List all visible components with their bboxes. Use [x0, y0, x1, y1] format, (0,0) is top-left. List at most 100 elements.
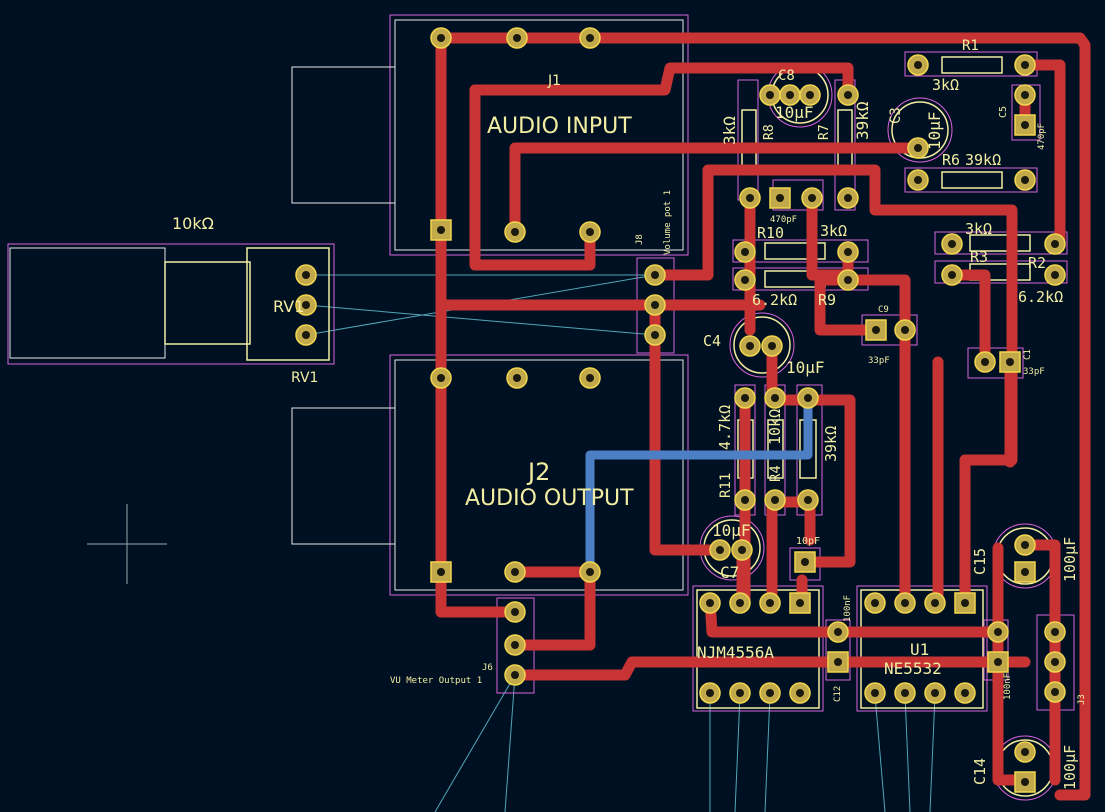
- pad-drill: [741, 276, 749, 284]
- j8-value: Volume pot 1: [663, 190, 673, 255]
- pad-drill: [1006, 358, 1014, 366]
- pad-drill: [771, 394, 779, 402]
- u2-value: NJM4556A: [697, 643, 774, 662]
- pad-drill: [948, 271, 956, 279]
- pad-drill: [804, 496, 812, 504]
- c13-value: 100nF: [1003, 673, 1013, 700]
- j1-ref: J1: [547, 73, 561, 89]
- c8-value: 10μF: [775, 103, 814, 122]
- pad-drill: [796, 689, 804, 697]
- pad-drill: [871, 689, 879, 697]
- pad-drill: [736, 599, 744, 607]
- pad-drill: [776, 194, 784, 202]
- pad-drill: [746, 194, 754, 202]
- c15-ref: C15: [971, 548, 989, 575]
- pad-drill: [511, 228, 519, 236]
- pad-drill: [651, 331, 659, 339]
- pad-drill: [948, 240, 956, 248]
- pad-drill: [786, 91, 794, 99]
- pad-drill: [586, 228, 594, 236]
- pad-drill: [766, 689, 774, 697]
- j3-ref: J3: [1077, 694, 1087, 705]
- pad-drill: [1051, 271, 1059, 279]
- pad-drill: [871, 599, 879, 607]
- pad-drill: [806, 91, 814, 99]
- pad-drill: [586, 568, 594, 576]
- pad-drill: [931, 689, 939, 697]
- u1-value: NE5532: [884, 659, 942, 678]
- pad-drill: [1021, 778, 1029, 786]
- pad-drill: [901, 689, 909, 697]
- pad-drill: [766, 599, 774, 607]
- pad-drill: [914, 61, 922, 69]
- pad-drill: [716, 546, 724, 554]
- pad-drill: [1021, 61, 1029, 69]
- r8-ref: R8: [762, 124, 777, 140]
- c5-value: 470pF: [1037, 123, 1047, 150]
- r4-ref: R4: [768, 465, 784, 482]
- c6-value: 470pF: [770, 215, 797, 225]
- r7-ref: R7: [817, 124, 832, 140]
- c9-ref: C9: [878, 305, 889, 315]
- r3-ref: R3: [970, 248, 988, 266]
- c14-value: 100μF: [1061, 745, 1079, 790]
- pad-drill: [738, 546, 746, 554]
- pad-drill: [586, 374, 594, 382]
- pad-drill: [706, 599, 714, 607]
- pad-drill: [302, 271, 310, 279]
- pad-drill: [994, 628, 1002, 636]
- r1-value: 3kΩ: [932, 76, 959, 94]
- pad-drill: [1021, 91, 1029, 99]
- pad-drill: [834, 658, 842, 666]
- c3-ref: C3: [888, 107, 904, 124]
- r6-value: 39kΩ: [965, 151, 1001, 169]
- pad-drill: [914, 144, 922, 152]
- pad-drill: [994, 658, 1002, 666]
- pad-drill: [961, 689, 969, 697]
- j6-value: VU Meter Output 1: [390, 676, 482, 686]
- pad-drill: [931, 599, 939, 607]
- pad-drill: [741, 496, 749, 504]
- c8-ref: C8: [778, 68, 795, 84]
- pad-drill: [1051, 628, 1059, 636]
- r11-ref: R11: [718, 473, 734, 498]
- u1-ref: U1: [910, 640, 929, 659]
- pad-drill: [1051, 688, 1059, 696]
- pad-drill: [914, 176, 922, 184]
- pad-drill: [511, 641, 519, 649]
- pad-drill: [766, 91, 774, 99]
- pad-drill: [808, 194, 816, 202]
- pad-drill: [1021, 176, 1029, 184]
- r2-ref: R2: [1028, 254, 1046, 272]
- c4-ref: C4: [703, 332, 721, 350]
- pad-drill: [981, 358, 989, 366]
- r7-value: 39kΩ: [853, 101, 872, 140]
- pad-drill: [844, 276, 852, 284]
- j2-ref: J2: [526, 458, 550, 486]
- c14-ref: C14: [971, 758, 989, 785]
- c1-ref: C1: [1023, 349, 1033, 360]
- c11-value: 10pF: [796, 536, 820, 547]
- r11-value: 4.7kΩ: [716, 405, 734, 450]
- back-copper-trace: [585, 400, 813, 572]
- r10-value: 3kΩ: [820, 222, 847, 240]
- pad-drill: [1021, 541, 1029, 549]
- r10-ref: R10: [757, 224, 784, 242]
- j2-title: AUDIO OUTPUT: [465, 486, 634, 511]
- pad-drill: [1051, 658, 1059, 666]
- j8-ref: J8: [635, 234, 645, 245]
- j1-title: AUDIO INPUT: [487, 114, 632, 139]
- r4-value: 10kΩ: [766, 409, 784, 445]
- pad-drill: [834, 628, 842, 636]
- r9-ref: R9: [818, 291, 836, 309]
- pads[interactable]: [295, 27, 1066, 793]
- silk-labels: AUDIO INPUT J1 J2 AUDIO OUTPUT 10kΩ RV1 …: [172, 38, 1087, 790]
- pad-drill: [302, 301, 310, 309]
- c7-ref: C7: [720, 563, 739, 582]
- r5-value: 39kΩ: [822, 426, 840, 462]
- pad-drill: [437, 568, 445, 576]
- pad-drill: [801, 558, 809, 566]
- r9-value: 6.2kΩ: [752, 291, 797, 309]
